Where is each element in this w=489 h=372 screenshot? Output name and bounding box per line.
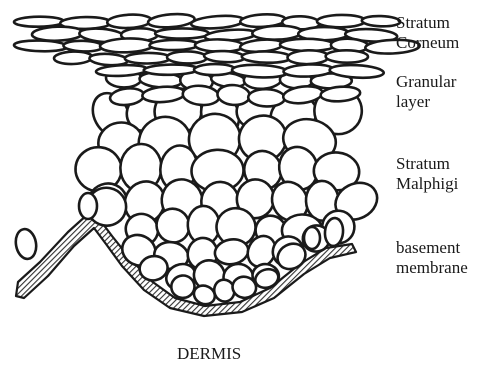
corneum-scale [204,50,245,63]
corneum-scale [317,15,366,28]
corneum-scale [148,12,195,28]
stratum-corneum-cells [14,12,420,79]
corneum-scale [54,51,93,65]
basal-cell [304,227,320,249]
label-granular-layer-line1: Granular [396,72,456,92]
corneum-scale [32,26,84,42]
corneum-scale [191,14,245,30]
corneum-scale [144,64,199,75]
corneum-scale [155,28,209,38]
corneum-scale [149,40,198,51]
label-basement-membrane-line2: membrane [396,258,468,278]
corneum-scale [14,16,64,27]
corneum-scale [287,50,329,65]
stratum-malphigi-cells [73,82,383,307]
label-basement-membrane: basement membrane [396,238,468,278]
label-basement-membrane-line1: basement [396,238,468,258]
basal-cell [79,193,97,219]
label-dermis: DERMIS [177,344,241,364]
corneum-scale [107,14,152,29]
basal-cell [14,227,39,260]
label-stratum-corneum-line1: Stratum [396,13,459,33]
malphigi-cell [170,275,195,299]
label-stratum-malphigi-line2: Malphigi [396,174,458,194]
label-stratum-corneum: Stratum Corneum [396,13,459,53]
corneum-scale [63,40,103,52]
corneum-scale [326,50,369,63]
corneum-scale [167,51,207,63]
corneum-scale [14,40,68,52]
corneum-scale [242,51,292,63]
corneum-scale [100,38,154,54]
granular-cell [248,89,285,107]
corneum-scale [362,15,401,26]
label-stratum-malphigi-line1: Stratum [396,154,458,174]
basal-cell [324,217,344,246]
corneum-scale [194,64,235,76]
label-stratum-malphigi: Stratum Malphigi [396,154,458,194]
corneum-scale [125,53,171,64]
label-stratum-corneum-line2: Corneum [396,33,459,53]
label-granular-layer-line2: layer [396,92,456,112]
label-granular-layer: Granular layer [396,72,456,112]
